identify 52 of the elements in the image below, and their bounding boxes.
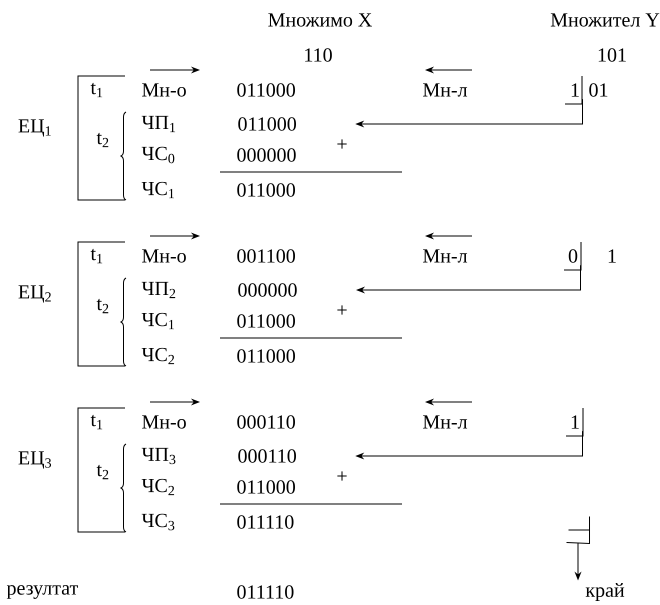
register-value: 011000 bbox=[237, 480, 295, 494]
column-heading: Множител Y bbox=[550, 13, 660, 27]
operand-value: 101 bbox=[598, 48, 626, 62]
end-label: край bbox=[586, 583, 624, 601]
register-value: 000000 bbox=[237, 148, 296, 162]
register-name: Мн-л bbox=[423, 83, 468, 97]
multiplier-bit: 1 bbox=[572, 83, 579, 97]
register-name: Мн-о bbox=[142, 249, 186, 263]
cycle-label: ЕЦ$_{2}$ bbox=[18, 285, 51, 303]
operand-value: 110 bbox=[305, 48, 332, 62]
register-name: ЧП$_{2}$ bbox=[142, 282, 176, 298]
register-value: 000110 bbox=[237, 415, 295, 429]
register-value: 011000 bbox=[237, 349, 295, 363]
step-label: t$_{2}$ bbox=[96, 298, 108, 314]
plus-sign: + bbox=[337, 471, 347, 481]
register-name: ЧС$_{1}$ bbox=[142, 182, 174, 198]
multiplier-bit: 1 bbox=[572, 415, 579, 429]
partial-product-value: 000000 bbox=[238, 283, 297, 297]
register-name: ЧС$_{3}$ bbox=[142, 514, 174, 530]
register-name: ЧС$_{0}$ bbox=[142, 146, 174, 164]
register-value: 011000 bbox=[237, 83, 295, 97]
register-name: ЧС$_{1}$ bbox=[142, 312, 174, 330]
register-value: 011000 bbox=[237, 183, 295, 197]
partial-product-value: 011000 bbox=[238, 117, 296, 131]
register-value: 1 bbox=[608, 249, 616, 263]
plus-sign: + bbox=[337, 139, 347, 149]
register-name: ЧП$_{3}$ bbox=[142, 448, 176, 464]
register-name: ЧС$_{2}$ bbox=[142, 478, 174, 496]
step-label: t$_{2}$ bbox=[96, 132, 108, 148]
register-value: 011110 bbox=[237, 515, 294, 529]
end-bracket bbox=[566, 516, 590, 544]
register-value: 001100 bbox=[237, 249, 295, 263]
step-label: t$_{2}$ bbox=[96, 464, 108, 480]
partial-product-value: 000110 bbox=[238, 449, 296, 463]
cycle-label: ЕЦ$_{1}$ bbox=[18, 119, 51, 137]
multiplier-bit: 0 bbox=[568, 249, 578, 263]
register-name: Мн-л bbox=[423, 415, 468, 429]
register-name: Мн-о bbox=[142, 83, 186, 97]
register-value: 011000 bbox=[237, 314, 295, 328]
result-label: резултат bbox=[6, 585, 78, 599]
register-name: ЧП$_{1}$ bbox=[142, 116, 176, 132]
step-label: t$_{1}$ bbox=[90, 414, 102, 430]
cycle-label: ЕЦ$_{3}$ bbox=[18, 451, 52, 469]
column-heading: Множимо X bbox=[268, 13, 372, 27]
plus-sign: + bbox=[337, 305, 347, 315]
register-name: Мн-л bbox=[423, 249, 468, 263]
step-label: t$_{1}$ bbox=[90, 248, 102, 264]
register-value: 01 bbox=[589, 83, 608, 97]
register-name: ЧС$_{2}$ bbox=[142, 348, 174, 364]
register-name: Мн-о bbox=[142, 415, 186, 429]
result-value: 011110 bbox=[237, 585, 294, 599]
step-label: t$_{1}$ bbox=[90, 82, 102, 98]
